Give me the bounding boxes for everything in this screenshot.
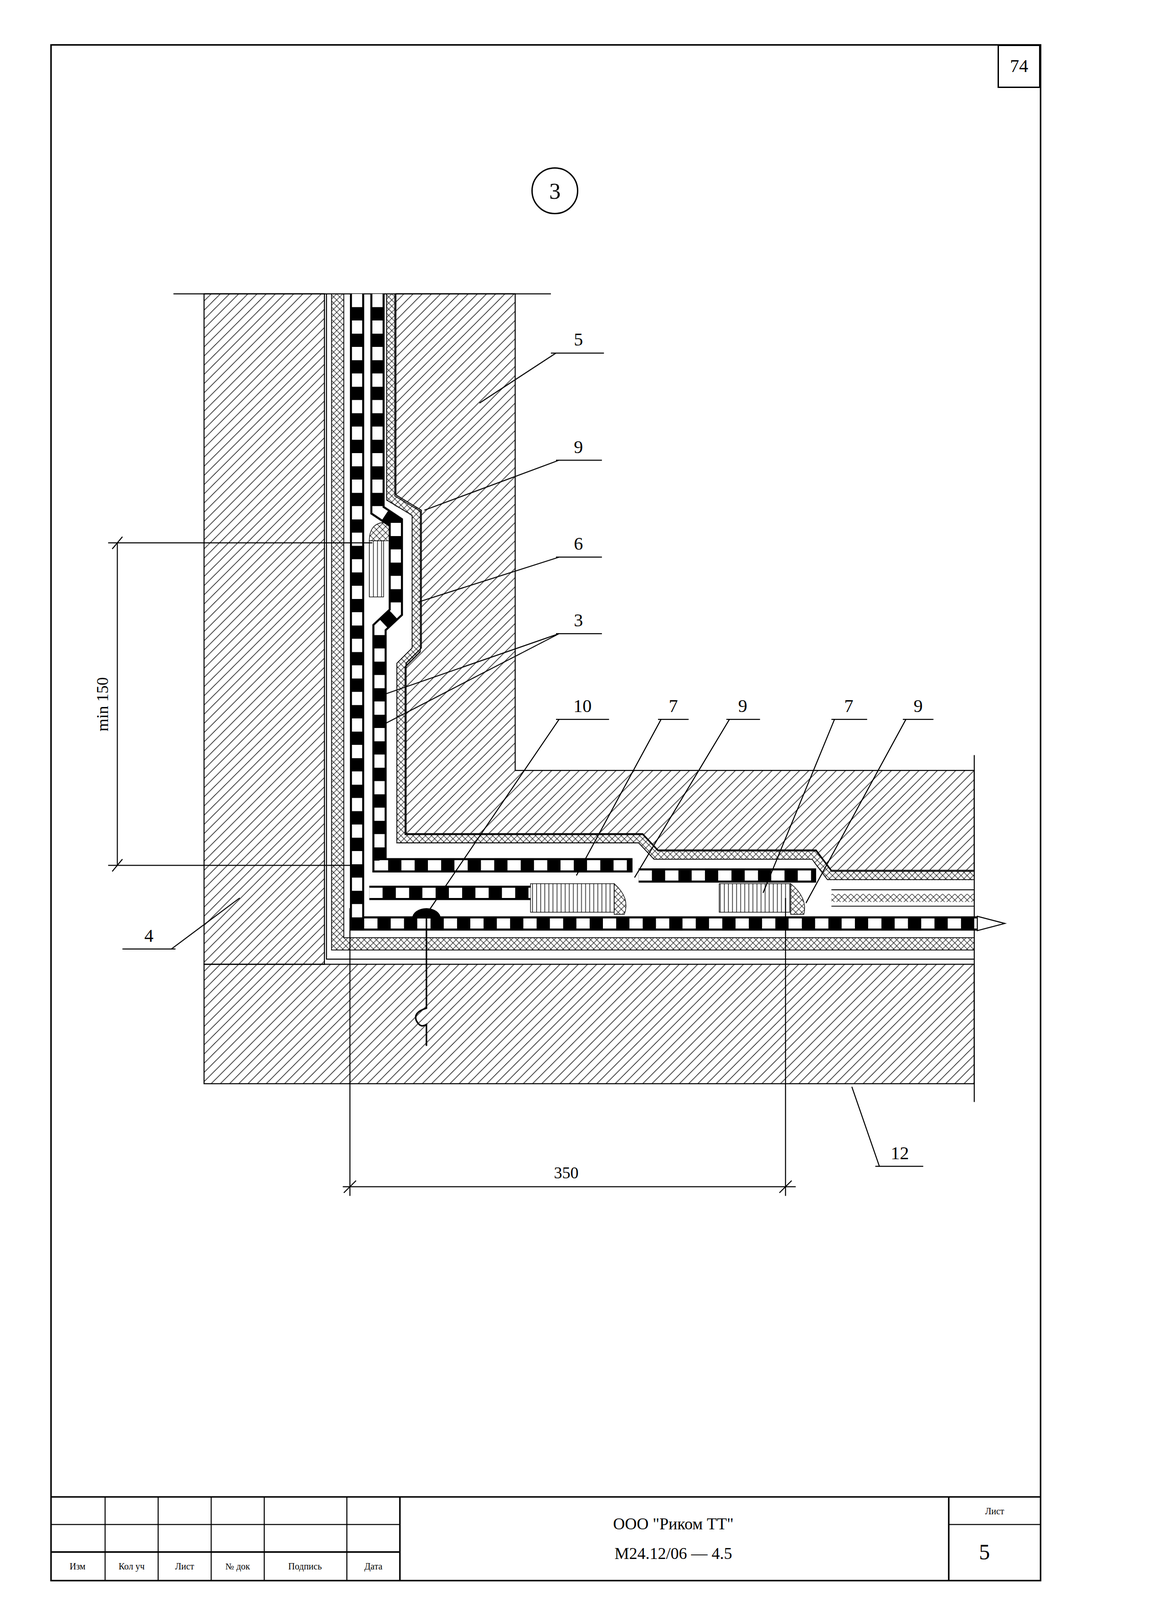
callout-number: 9	[573, 437, 583, 458]
callout-number: 10	[573, 695, 592, 716]
callout-number: 4	[144, 925, 154, 946]
sheet-number: 5	[978, 1539, 990, 1564]
table-cell: Лист	[174, 1560, 195, 1571]
callout-number: 12	[890, 1142, 909, 1163]
callout-number: 7	[844, 695, 854, 716]
dimension-text: 350	[553, 1164, 579, 1183]
dimension-text: min 150	[93, 676, 113, 731]
callout-number: 3	[573, 610, 583, 631]
table-cell: Дата	[364, 1560, 383, 1571]
table-cell: № док	[225, 1560, 251, 1571]
node-text: 74	[1009, 56, 1029, 76]
organization-name: ООО "Риком ТТ"	[612, 1515, 734, 1534]
table-cell: Изм	[69, 1560, 86, 1571]
callout-number: 9	[738, 695, 748, 716]
callout-number: 6	[573, 533, 583, 554]
sheet-number-box: 74	[997, 44, 1041, 88]
sheet-caption: Лист	[985, 1505, 1005, 1516]
callout-number: 5	[573, 329, 583, 350]
view-number-circle: 3	[531, 167, 579, 215]
table-cell: Кол уч	[118, 1560, 145, 1571]
table-cell: Подпись	[288, 1560, 322, 1571]
document-code: М24.12/06 — 4.5	[614, 1544, 732, 1564]
node-text: 3	[549, 179, 561, 203]
callout-number: 9	[913, 695, 923, 716]
callout-number: 7	[668, 695, 678, 716]
